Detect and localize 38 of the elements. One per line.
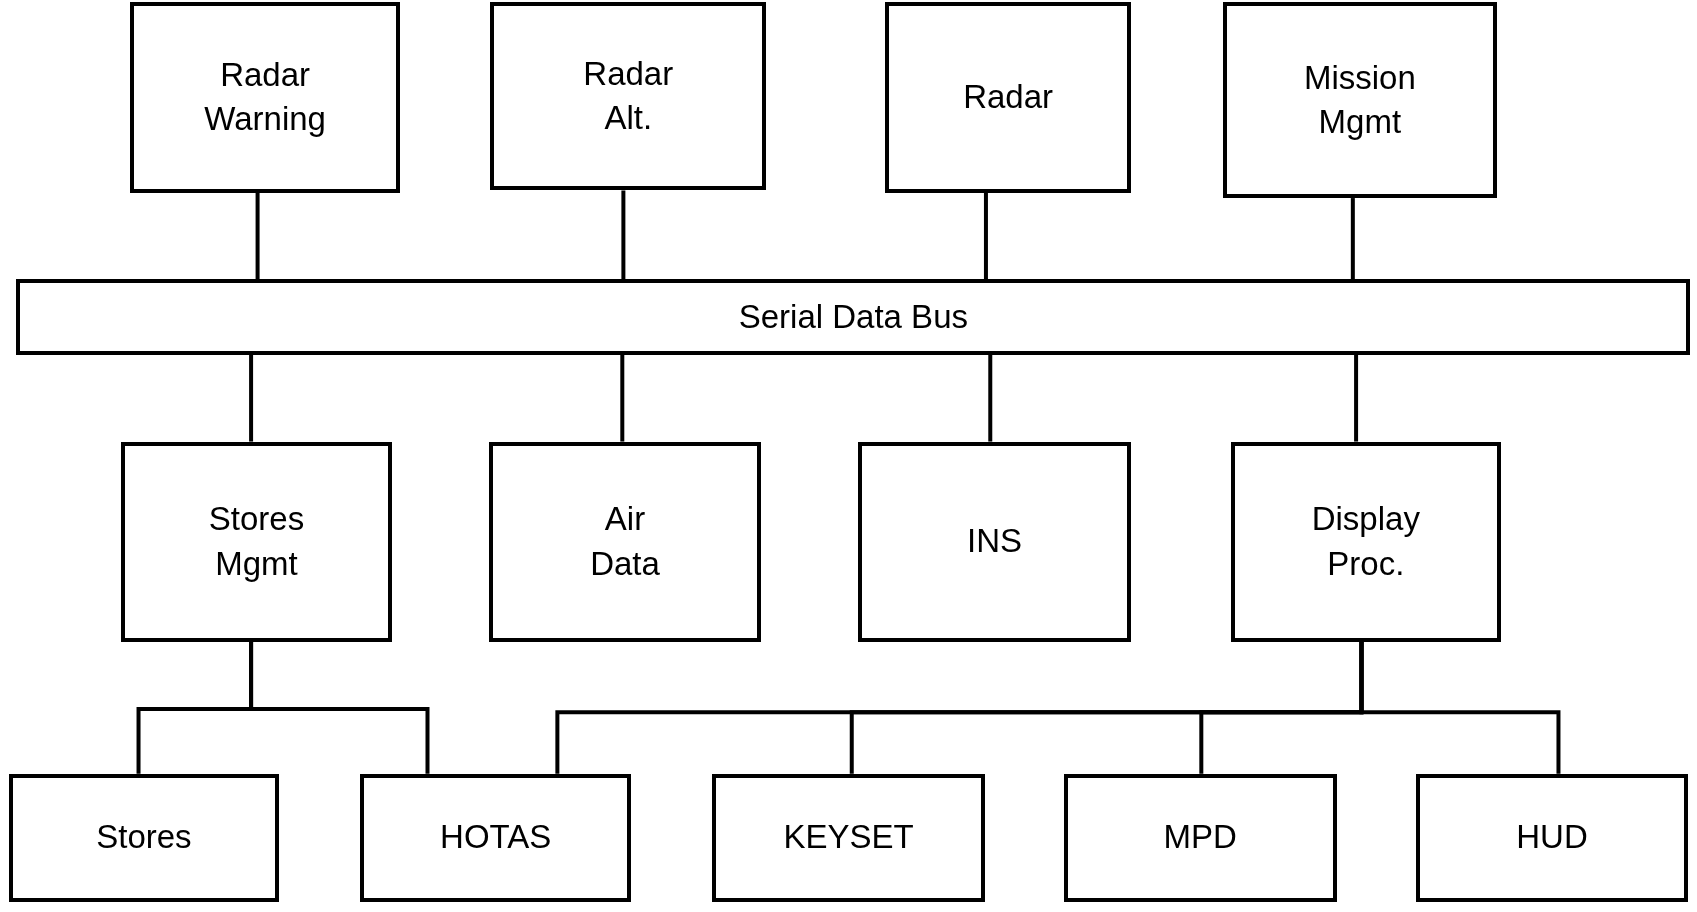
unit-box	[360, 773, 631, 902]
unit-box	[489, 441, 761, 642]
unit-label: Radar Alt.	[583, 53, 674, 139]
bus-bar	[16, 279, 1691, 355]
connector-line	[988, 355, 993, 442]
unit-label: Stores	[96, 817, 192, 858]
connector-line	[983, 192, 988, 280]
unit-label: Stores Mgmt	[208, 499, 305, 584]
unit-box	[8, 773, 280, 902]
connector-line	[1359, 641, 1561, 774]
unit-label: Radar	[963, 77, 1054, 118]
unit-box	[490, 2, 767, 191]
unit-label: MPD	[1163, 817, 1237, 858]
unit-box	[712, 773, 985, 902]
unit-label: HUD	[1516, 817, 1588, 858]
connector-line	[255, 192, 260, 280]
unit-label: Air Data	[590, 499, 660, 584]
connector-line	[1350, 198, 1355, 280]
unit-box	[121, 441, 392, 642]
unit-label: Radar Warning	[204, 54, 326, 140]
unit-label: HOTAS	[440, 817, 552, 858]
unit-label: Mission Mgmt	[1303, 57, 1416, 143]
unit-box	[858, 441, 1131, 642]
connector-line	[620, 355, 625, 442]
connector-line	[1354, 355, 1359, 442]
unit-box	[1230, 441, 1502, 642]
bus-label: Serial Data Bus	[738, 296, 968, 337]
unit-label: Display Proc.	[1311, 499, 1420, 584]
unit-label: INS	[967, 521, 1023, 562]
unit-box	[1222, 2, 1497, 199]
unit-box	[1063, 773, 1337, 902]
unit-label: KEYSET	[783, 817, 914, 858]
unit-box	[1415, 773, 1689, 902]
unit-box	[129, 2, 401, 193]
connector-line	[621, 190, 626, 280]
connector-line	[249, 641, 430, 774]
connector-line	[249, 355, 254, 442]
unit-box	[885, 2, 1131, 193]
